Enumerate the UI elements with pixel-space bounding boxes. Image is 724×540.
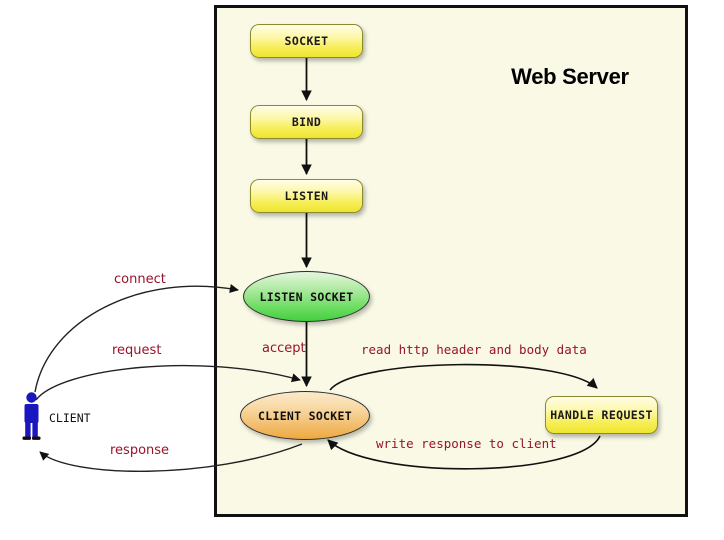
- web-server-title: Web Server: [511, 64, 629, 89]
- process-box-listen[interactable]: LISTEN: [250, 179, 363, 213]
- process-box-socket[interactable]: SOCKET: [250, 24, 363, 58]
- client-actor-label: CLIENT: [49, 411, 91, 425]
- edge-connect: [34, 284, 239, 393]
- node-listen-socket[interactable]: LISTEN SOCKET: [243, 271, 370, 322]
- edge-label-response: response: [110, 443, 170, 458]
- node-client-socket[interactable]: CLIENT SOCKET: [240, 391, 370, 440]
- process-box-handle-request[interactable]: HANDLE REQUEST: [545, 396, 658, 434]
- client-person-icon: [22, 392, 41, 440]
- edge-label-connect: connect: [114, 272, 166, 287]
- process-box-bind[interactable]: BIND: [250, 105, 363, 139]
- edge-label-write-response: write response to client: [376, 436, 557, 451]
- edge-label-accept: accept: [262, 341, 306, 356]
- edge-label-request: request: [112, 343, 162, 358]
- edge-label-read-http: read http header and body data: [361, 342, 587, 357]
